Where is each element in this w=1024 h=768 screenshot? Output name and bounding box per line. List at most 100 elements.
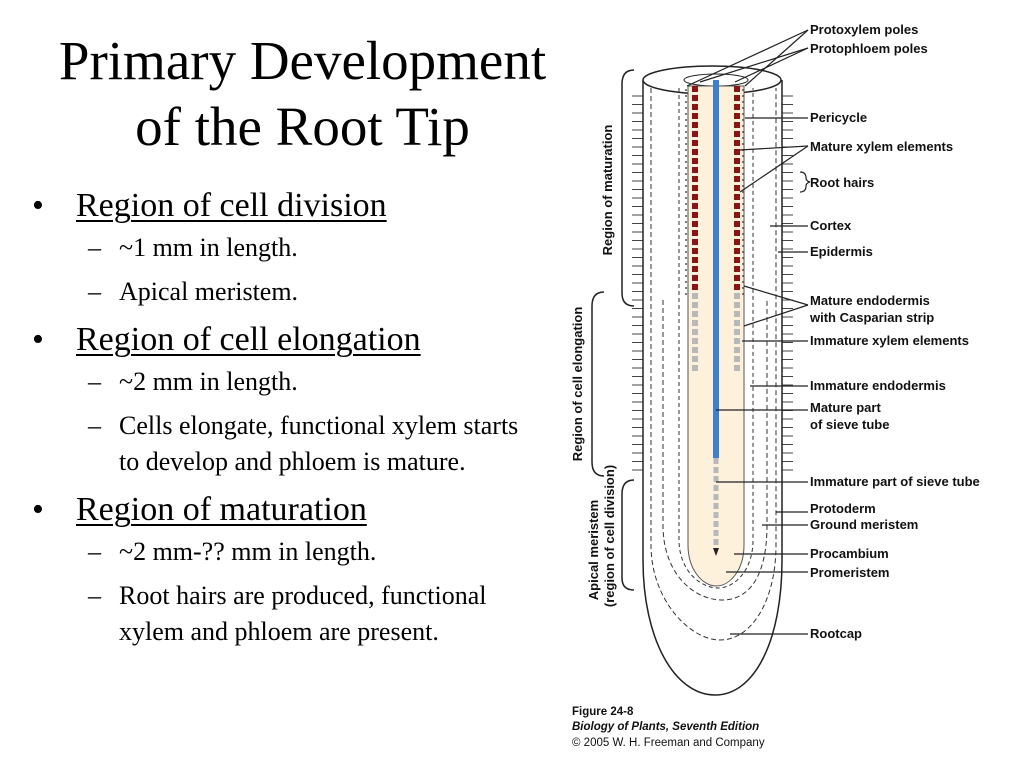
dash-icon: – (88, 411, 101, 440)
immature-xylem-element (734, 302, 740, 308)
pericycle-dot (742, 203, 744, 205)
pericycle-dot (685, 221, 687, 223)
label-immature-endodermis: Immature endodermis (810, 378, 946, 393)
mature-xylem-element (692, 185, 698, 191)
pericycle-dot (742, 293, 744, 295)
label-immature-xylem: Immature xylem elements (810, 333, 969, 348)
mature-xylem-element (734, 257, 740, 263)
pericycle-dot (685, 149, 687, 151)
pericycle-dot (742, 281, 744, 283)
mature-xylem-element (734, 212, 740, 218)
epidermis-line (650, 88, 777, 641)
pericycle-dot (742, 179, 744, 181)
caption-copyright: © 2005 W. H. Freeman and Company (572, 737, 765, 749)
pericycle-dot (685, 125, 687, 127)
bullet-maturation: • Region of maturation (30, 490, 530, 530)
pericycle-dot (685, 173, 687, 175)
mature-xylem-element (692, 86, 698, 92)
dash-icon: – (88, 367, 101, 396)
label-protoxylem-poles: Protoxylem poles (810, 22, 918, 37)
ground-meristem-line (662, 300, 768, 601)
label-rootcap: Rootcap (810, 626, 862, 641)
pericycle-dot (685, 113, 687, 115)
dash-icon: – (88, 581, 101, 610)
root-hairs-brace (799, 171, 811, 193)
sub-bullet: – Apical meristem. (30, 274, 530, 310)
mature-xylem-element (692, 221, 698, 227)
region-apical-label-1: Apical meristem (586, 500, 601, 600)
pericycle-dot (742, 161, 744, 163)
mature-xylem-element (734, 266, 740, 272)
mature-xylem-element (734, 239, 740, 245)
mature-xylem-element (734, 221, 740, 227)
immature-xylem-element (734, 356, 740, 362)
pericycle-dot (685, 245, 687, 247)
sub-bullet-text: Root hairs are produced, functional xyle… (119, 581, 487, 646)
sub-bullet: – Root hairs are produced, functional xy… (30, 578, 530, 650)
pericycle-dot (685, 143, 687, 145)
mature-xylem-element (692, 239, 698, 245)
pericycle-dot (685, 137, 687, 139)
label-cortex: Cortex (810, 218, 852, 233)
mature-xylem-element (692, 104, 698, 110)
label-promeristem: Promeristem (810, 565, 889, 580)
pericycle-dot (742, 167, 744, 169)
pericycle-dot (685, 167, 687, 169)
bullet-icon: • (32, 321, 44, 358)
mature-xylem-element (692, 194, 698, 200)
mature-xylem-element (734, 284, 740, 290)
sub-bullet: – ~2 mm in length. (30, 364, 530, 400)
pericycle-dot (685, 89, 687, 91)
endodermis-line (678, 88, 754, 589)
pericycle-dot (685, 101, 687, 103)
sub-bullet-text: Apical meristem. (119, 277, 299, 306)
pericycle-dot (742, 221, 744, 223)
slide-title-line-2: of the Root Tip (135, 96, 470, 157)
sub-bullet-text: ~1 mm in length. (119, 233, 298, 262)
mature-xylem-element (734, 185, 740, 191)
mature-xylem-element (692, 212, 698, 218)
mature-xylem-element (692, 131, 698, 137)
pericycle-dot (742, 257, 744, 259)
pericycle-dot (742, 209, 744, 211)
mature-xylem-element (692, 113, 698, 119)
sub-bullet-text: ~2 mm-?? mm in length. (119, 537, 377, 566)
mature-xylem-element (692, 176, 698, 182)
mature-xylem-element (734, 122, 740, 128)
pericycle-dot (742, 185, 744, 187)
immature-xylem-element (692, 338, 698, 344)
pericycle-dot (685, 269, 687, 271)
label-mature-sieve-1: Mature part (810, 400, 881, 415)
label-mature-endodermis-1: Mature endodermis (810, 293, 930, 308)
pericycle-dot (742, 101, 744, 103)
pericycle-dot (742, 143, 744, 145)
immature-xylem-element (692, 329, 698, 335)
pericycle-dot (685, 191, 687, 193)
pericycle-dot (685, 155, 687, 157)
mature-xylem-element (734, 104, 740, 110)
sieve-tube-mature (713, 80, 719, 458)
immature-xylem-element (734, 320, 740, 326)
bullet-heading: Region of cell division (76, 187, 387, 224)
pericycle-dot (742, 215, 744, 217)
dash-icon: – (88, 537, 101, 566)
label-protoderm: Protoderm (810, 501, 876, 516)
pericycle-dot (742, 131, 744, 133)
mature-xylem-element (734, 167, 740, 173)
bullet-icon: • (32, 491, 44, 528)
mature-xylem-element (692, 284, 698, 290)
bullet-icon: • (32, 187, 44, 224)
mature-xylem-element (692, 122, 698, 128)
pericycle-dot (685, 287, 687, 289)
label-mature-sieve-2: of sieve tube (810, 417, 889, 432)
pericycle-dot (685, 293, 687, 295)
mature-xylem-element (692, 275, 698, 281)
pericycle-dot (685, 131, 687, 133)
mature-xylem-element (692, 203, 698, 209)
immature-xylem-element (734, 329, 740, 335)
pericycle-dot (742, 245, 744, 247)
bracket-elongation (591, 291, 605, 477)
caption-figure: Figure 24-8 (572, 706, 634, 718)
mature-xylem-element (734, 149, 740, 155)
mature-xylem-element (734, 203, 740, 209)
